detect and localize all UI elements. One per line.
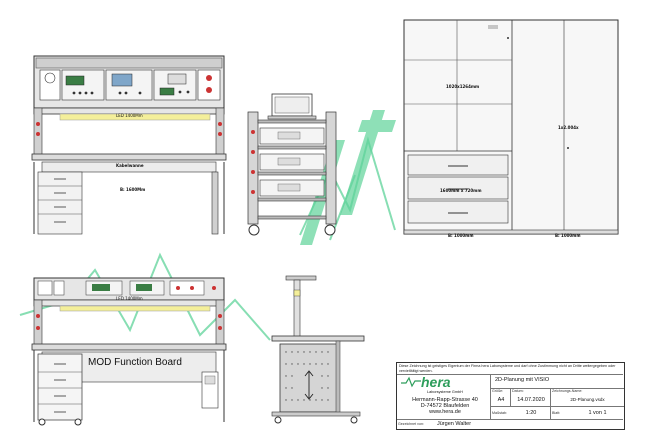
front-view-top [31, 55, 227, 235]
trolley-side-view [247, 93, 337, 236]
date-cell: Datum: 14.07.2020 [510, 388, 551, 407]
cabinet-dim-left: B: 1000mm [448, 233, 474, 238]
date-value: 14.07.2020 [517, 397, 545, 403]
cabinet-lower-label: 1600mm x 720mm [440, 188, 482, 193]
drawing-name-label: Zeichnungs-Name: [552, 389, 583, 393]
drawing-name-cell: Zeichnungs-Name: 2D-Planung.vsdx [550, 388, 624, 407]
cabinet-front-view [403, 19, 619, 235]
cabinet-side-label: 1x2.004x [558, 125, 579, 130]
size-value: A4 [497, 397, 505, 403]
bench-side-section [271, 275, 365, 424]
led-label-top: LED 1400Mm [116, 113, 143, 118]
drawing-name-value: 2D-Planung.vsdx [570, 397, 605, 402]
address-line1: Hermann-Rapp-Strasse 40 [412, 397, 478, 403]
cabinet-dim-right: B: 1000mm [555, 233, 581, 238]
scale-value: 1:20 [525, 410, 537, 416]
date-label: Datum: [512, 389, 524, 393]
cabinet-upper-label: 1020x1264mm [446, 84, 480, 89]
project-title: 2D-Planung mit VISIO [495, 377, 550, 383]
sheet-label: Blatt: [552, 411, 561, 415]
hera-logo-wave-icon [401, 376, 421, 388]
sheet-value: 1 von 1 [588, 410, 607, 416]
board-label: MOD Function Board [88, 357, 182, 368]
drawn-by-label: Gezeichnet von: [398, 422, 424, 426]
ownership-notice: Diese Zeichnung ist geistiges Eigentum d… [399, 364, 616, 373]
drawn-by-cell: Gezeichnet von: Jürgen Walter [397, 419, 623, 429]
cable-duct-label: Kabelwanne [116, 163, 144, 168]
drawn-by-value: Jürgen Walter [437, 421, 472, 427]
hera-logo-subtitle: Laborsysteme GmbH [427, 390, 463, 394]
led-label-bottom: LED 1400Mm [116, 296, 143, 301]
scale-cell: Maßstab: 1:20 [490, 406, 551, 420]
scale-label: Maßstab: [492, 411, 507, 415]
size-label: Größe: [492, 389, 504, 393]
size-cell: Größe: A4 [490, 388, 511, 407]
address-line2: D-74572 Blaufelden [420, 403, 470, 409]
width-label-top: B: 1600Mm [120, 187, 146, 192]
hera-logo-text: hera [421, 374, 451, 390]
sheet-cell: Blatt: 1 von 1 [550, 406, 624, 420]
title-block: Diese Zeichnung ist geistiges Eigentum d… [396, 362, 625, 430]
front-view-bottom [31, 277, 227, 426]
address-line3: www.hera.de [429, 409, 461, 415]
project-title-cell: 2D-Planung mit VISIO [490, 374, 624, 388]
